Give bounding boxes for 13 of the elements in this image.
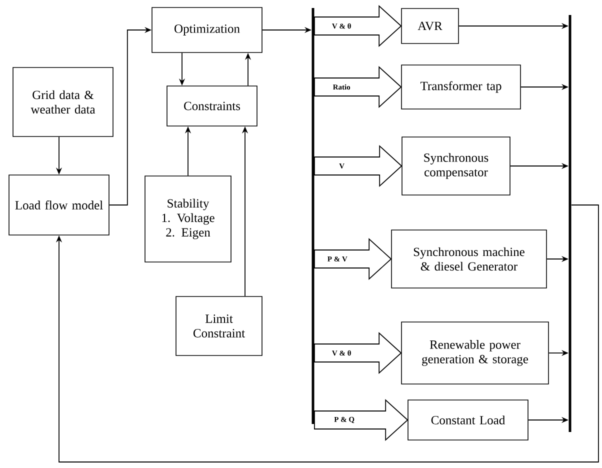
process-box: Optimization (152, 7, 262, 53)
process-box: Renewable power generation & storage (401, 322, 549, 384)
process-box: Constraints (166, 86, 258, 126)
process-box: Transformer tap (401, 64, 521, 110)
process-box: AVR (401, 8, 459, 44)
process-box: Constant Load (408, 400, 528, 440)
process-box: Grid data & weather data (12, 67, 114, 137)
process-box: Synchronous machine & diesel Generator (391, 230, 547, 288)
process-box: Load flow model (8, 174, 110, 236)
process-box: Stability 1. Voltage 2. Eigen (144, 176, 232, 262)
arrow (56, 204, 599, 462)
process-box: Limit Constraint (176, 296, 262, 356)
process-box: Synchronous compensator (402, 136, 510, 196)
